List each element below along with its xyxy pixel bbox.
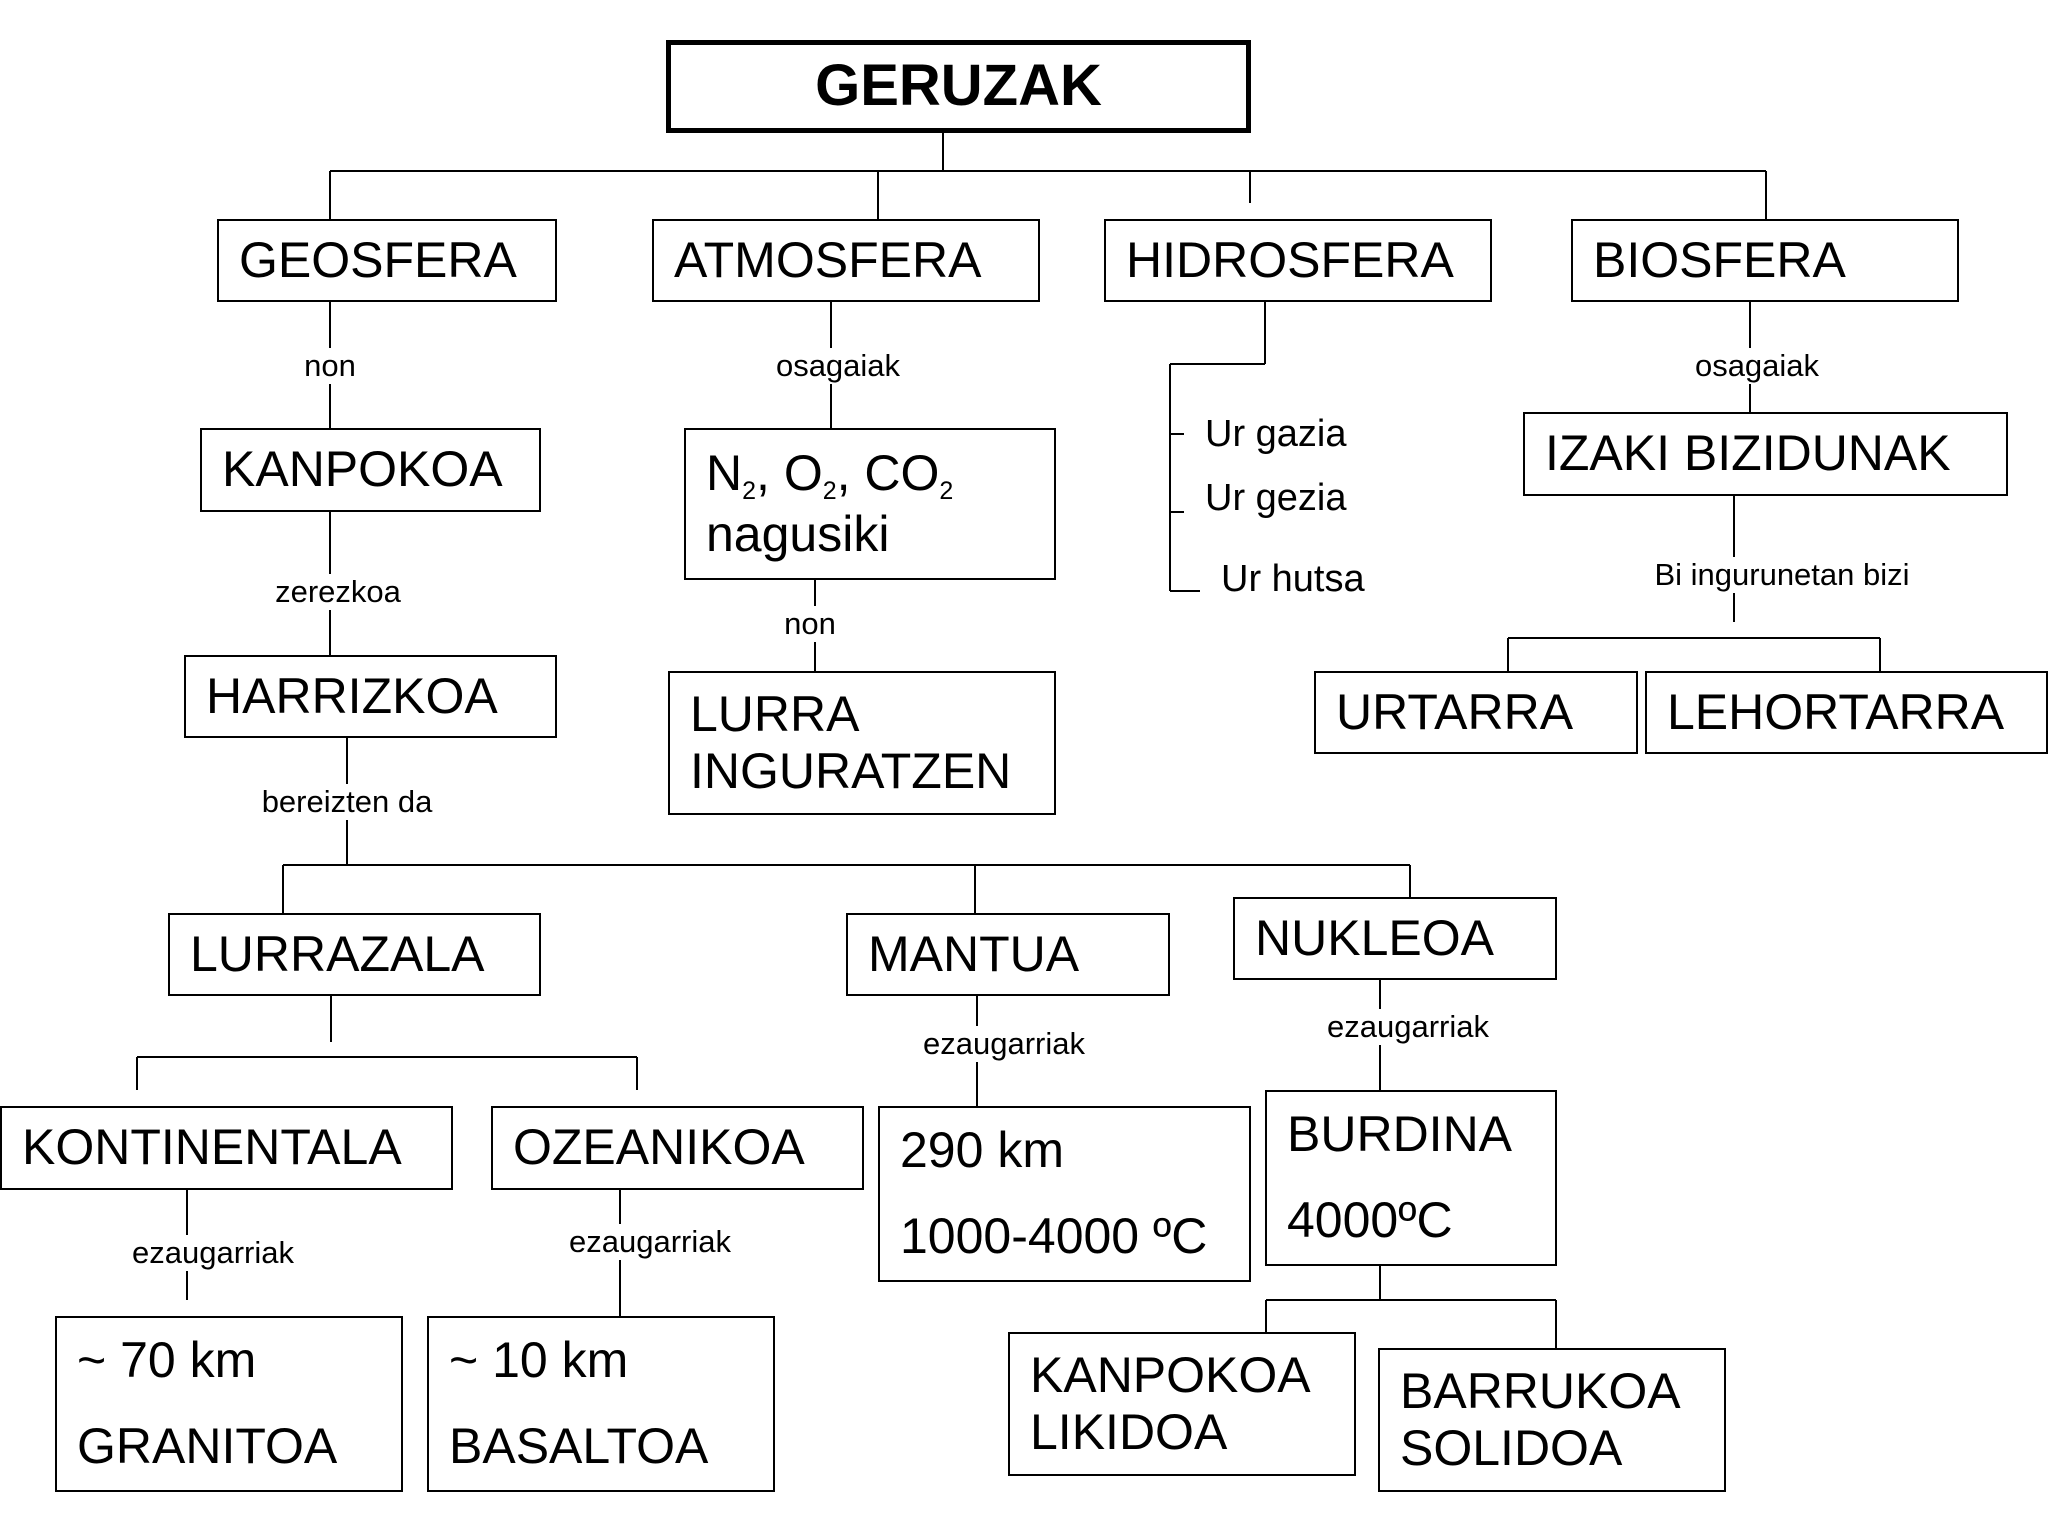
label-ezaugarriak-mantua: ezaugarriak xyxy=(920,1026,1088,1062)
nukleoa-text: NUKLEOA xyxy=(1255,909,1494,966)
mantua-box: MANTUA xyxy=(846,913,1170,996)
nagusiki-text: nagusiki xyxy=(706,505,890,562)
nukleoa-box: NUKLEOA xyxy=(1233,897,1557,980)
layer-atmosfera-label: ATMOSFERA xyxy=(674,231,982,288)
gas-o-sub: 2 xyxy=(822,476,837,505)
gases-box: N2, O2, CO2 nagusiki xyxy=(684,428,1056,580)
root-title-text: GERUZAK xyxy=(815,53,1102,119)
hidrosfera-item-ur-hutsa: Ur hutsa xyxy=(1221,558,1365,600)
label-bi-ingurunetan-bizi: Bi ingurunetan bizi xyxy=(1651,557,1913,593)
kontinentala-box: KONTINENTALA xyxy=(0,1106,453,1190)
label-ezaugarriak-ozeanikoa: ezaugarriak xyxy=(566,1224,734,1260)
izaki-bizidunak-text: IZAKI BIZIDUNAK xyxy=(1545,425,1951,482)
ozeanikoa-text: OZEANIKOA xyxy=(513,1119,805,1176)
gas-co-sub: 2 xyxy=(939,476,954,505)
label-bereizten-da: bereizten da xyxy=(258,784,436,820)
barrukoa-solidoa-line1: BARRUKOA xyxy=(1400,1362,1681,1419)
barrukoa-solidoa-box: BARRUKOA SOLIDOA xyxy=(1378,1348,1726,1492)
gas-n: N xyxy=(706,445,743,501)
kontinentala-details: ~ 70 km GRANITOA xyxy=(55,1316,403,1492)
lehortarra-text: LEHORTARRA xyxy=(1667,683,2005,740)
root-title: GERUZAK xyxy=(666,40,1251,133)
gas-sep-1: , xyxy=(756,445,784,501)
lurra-inguratzen-box: LURRA INGURATZEN xyxy=(668,671,1056,815)
layer-geosfera: GEOSFERA xyxy=(217,219,557,302)
layer-hidrosfera-label: HIDROSFERA xyxy=(1126,231,1454,288)
urtarra-text: URTARRA xyxy=(1336,683,1574,740)
layer-biosfera: BIOSFERA xyxy=(1571,219,1959,302)
mantua-depth: 290 km xyxy=(900,1122,1064,1179)
hidrosfera-item-ur-gezia: Ur gezia xyxy=(1205,477,1347,519)
gas-sep-2: , xyxy=(836,445,865,501)
lurrazala-box: LURRAZALA xyxy=(168,913,541,996)
izaki-bizidunak-box: IZAKI BIZIDUNAK xyxy=(1523,412,2008,496)
layer-biosfera-label: BIOSFERA xyxy=(1593,231,1846,288)
label-ezaugarriak-nukleoa: ezaugarriak xyxy=(1324,1009,1492,1045)
label-osagaiak-biosfera: osagaiak xyxy=(1691,348,1823,384)
nukleoa-material: BURDINA xyxy=(1287,1106,1513,1163)
gases-line: N2, O2, CO2 xyxy=(706,445,1054,506)
layer-geosfera-label: GEOSFERA xyxy=(239,231,517,288)
nukleoa-details: BURDINA 4000ºC xyxy=(1265,1090,1557,1266)
hidrosfera-item-ur-gazia: Ur gazia xyxy=(1205,413,1347,455)
kanpokoa-likidoa-box: KANPOKOA LIKIDOA xyxy=(1008,1332,1356,1476)
lehortarra-box: LEHORTARRA xyxy=(1645,671,2048,754)
harrizkoa-text: HARRIZKOA xyxy=(206,667,498,724)
inguratzen-text: INGURATZEN xyxy=(690,743,1012,799)
mantua-details: 290 km 1000-4000 ºC xyxy=(878,1106,1251,1282)
ozeanikoa-details: ~ 10 km BASALTOA xyxy=(427,1316,775,1492)
kanpokoa-text: KANPOKOA xyxy=(222,441,503,498)
urtarra-box: URTARRA xyxy=(1314,671,1638,754)
ozeanikoa-box: OZEANIKOA xyxy=(491,1106,864,1190)
lurrazala-text: LURRAZALA xyxy=(190,925,485,982)
label-ezaugarriak-kontinentala: ezaugarriak xyxy=(129,1235,297,1271)
gas-n-sub: 2 xyxy=(742,476,757,505)
kontinentala-thickness: ~ 70 km xyxy=(77,1332,257,1389)
ozeanikoa-thickness: ~ 10 km xyxy=(449,1332,629,1389)
gas-co: CO xyxy=(864,445,940,501)
layer-atmosfera: ATMOSFERA xyxy=(652,219,1040,302)
label-non: non xyxy=(301,348,359,384)
label-osagaiak-atmosfera: osagaiak xyxy=(772,348,904,384)
lurra-text: LURRA xyxy=(690,685,860,742)
kanpokoa-likidoa-line1: KANPOKOA xyxy=(1030,1346,1311,1403)
barrukoa-solidoa-line2: SOLIDOA xyxy=(1400,1420,1623,1476)
layer-hidrosfera: HIDROSFERA xyxy=(1104,219,1492,302)
kanpokoa-likidoa-line2: LIKIDOA xyxy=(1030,1404,1228,1460)
kontinentala-text: KONTINENTALA xyxy=(22,1119,402,1176)
label-non-atmosfera: non xyxy=(781,606,839,642)
nukleoa-temp: 4000ºC xyxy=(1287,1192,1453,1249)
label-zerezkoa: zerezkoa xyxy=(272,574,404,610)
mantua-temp: 1000-4000 ºC xyxy=(900,1208,1208,1265)
ozeanikoa-rock: BASALTOA xyxy=(449,1418,709,1475)
harrizkoa-box: HARRIZKOA xyxy=(184,655,557,738)
gas-o: O xyxy=(783,445,823,501)
kontinentala-rock: GRANITOA xyxy=(77,1418,338,1475)
mantua-text: MANTUA xyxy=(868,925,1080,982)
kanpokoa-box: KANPOKOA xyxy=(200,428,541,512)
